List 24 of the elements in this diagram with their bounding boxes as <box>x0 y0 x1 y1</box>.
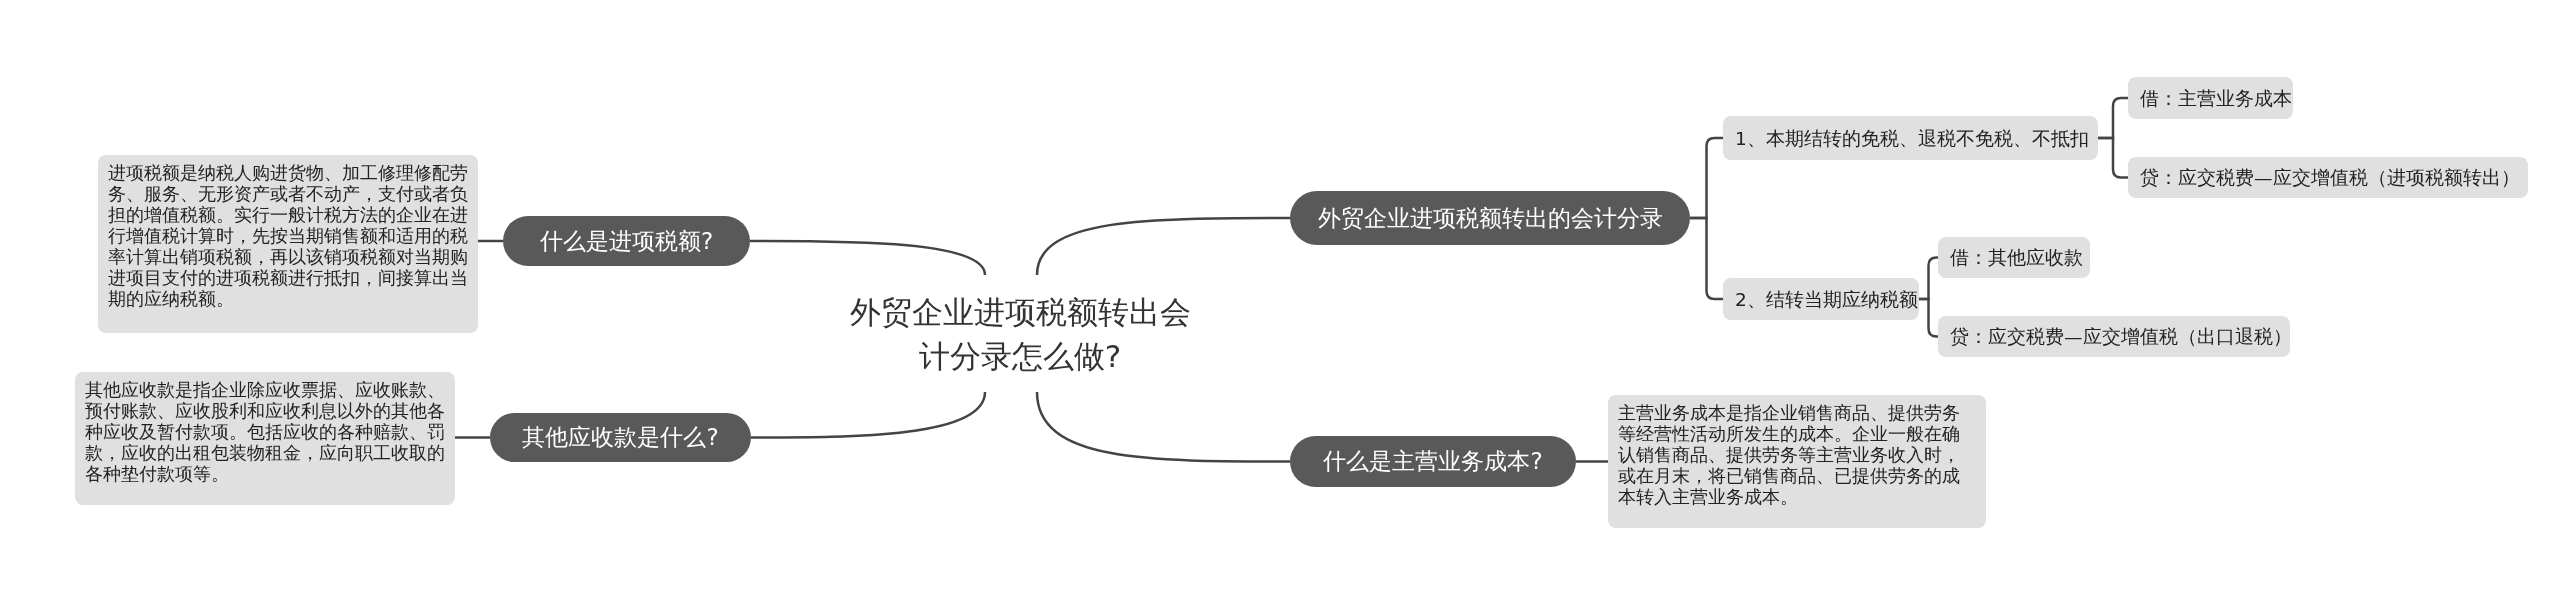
connector-line <box>478 239 503 243</box>
topic-pill: 外贸企业进项税额转出的会计分录 <box>1290 191 1690 245</box>
connector-line <box>1919 297 1939 338</box>
subtopic-box: 借：其他应收款 <box>1938 237 2090 278</box>
central-topic: 外贸企业进项税额转出会计分录怎么做? <box>845 275 1195 392</box>
topic-pill: 什么是主营业务成本? <box>1290 436 1576 487</box>
connector-line <box>455 436 490 439</box>
description-box: 其他应收款是指企业除应收票据、应收账款、预付账款、应收股利和应收利息以外的其他各种应收及暂付款项。包括应收的各种赔款、罚款，应收的出租包装物租金，应向职工收取的各种垫付款项等。 <box>75 372 455 505</box>
description-box: 主营业务成本是指企业销售商品、提供劳务等经营性活动所发生的成本。企业一般在确认销售商品、提供劳务等主营业务收入时，或在月末，将已销售商品、已提供劳务的成本转入主营业务成本。 <box>1608 395 1986 528</box>
subtopic-box: 借：主营业务成本 <box>2128 77 2293 119</box>
connector-line <box>1576 460 1608 463</box>
subtopic-box: 贷：应交税费—应交增值税（出口退税） <box>1938 316 2290 357</box>
topic-pill: 其他应收款是什么? <box>490 413 751 462</box>
subtopic-box: 贷：应交税费—应交增值税（进项税额转出） <box>2128 157 2528 198</box>
connector-line <box>1035 391 1290 463</box>
subtopic-box: 2、结转当期应纳税额 <box>1723 278 1919 320</box>
description-box: 进项税额是纳税人购进货物、加工修理修配劳务、服务、无形资产或者不动产，支付或者负担的增值税额。实行一般计税方法的企业在进行增值税计算时，先按当期销售额和适用的税率计算出销项税额，再以该销项税额对当期购进项目支付的进项税额进行抵扣，间接算出当期的应纳税额。 <box>98 155 478 333</box>
connector-line <box>1035 216 1290 276</box>
connector-line <box>751 391 987 439</box>
topic-pill: 什么是进项税额? <box>503 216 750 266</box>
connector-line <box>1690 216 1723 301</box>
connector-line <box>750 239 987 276</box>
connector-line <box>2098 136 2128 179</box>
subtopic-box: 1、本期结转的免税、退税不免税、不抵扣 <box>1723 116 2098 160</box>
